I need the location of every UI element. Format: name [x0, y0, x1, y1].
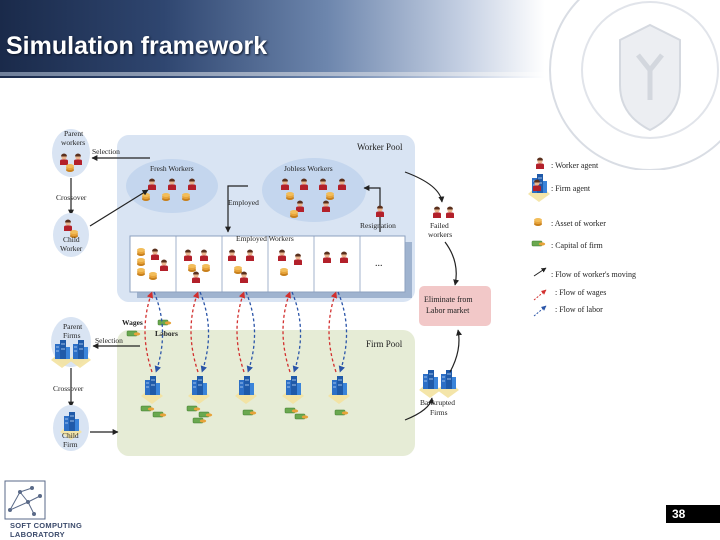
jobless-workers-cluster [262, 158, 366, 222]
parent-workers-node [52, 129, 90, 177]
slide-title: Simulation framework [6, 32, 268, 60]
labors-label: Labors [155, 329, 178, 338]
bankrupted-to-eliminate-arrow [449, 329, 462, 373]
title-rule [0, 72, 545, 76]
wages-label: Wages [122, 318, 143, 327]
legend-flow-labor: : Flow of labor [555, 305, 603, 314]
jobless-workers-label: Jobless Workers [284, 164, 333, 173]
worker-pool-to-failed-arrow [404, 171, 445, 203]
failed-to-eliminate-arrow [444, 241, 460, 286]
worker-selection-label: Selection [92, 147, 120, 156]
lab-logo-icon [4, 480, 46, 520]
fresh-workers-label: Fresh Workers [150, 164, 194, 173]
employed-workers-box [129, 235, 406, 293]
eliminate-label-2: Labor market [426, 306, 470, 315]
parent-firms-label-2: Firms [63, 331, 81, 340]
failed-workers-label-1: Failed [430, 221, 449, 230]
eliminate-label-1: Eliminate from [424, 295, 473, 304]
lab-logo-line1: SOFT COMPUTING [10, 521, 83, 530]
firm-pool-label: Firm Pool [366, 339, 403, 349]
firm-crossover-label: Crossover [53, 384, 84, 393]
wage-labor-flows [144, 291, 348, 373]
parent-workers-label-1: Parent [64, 129, 84, 138]
child-worker-label-1: Child [63, 235, 80, 244]
legend-flow-moving: : Flow of worker's moving [551, 270, 636, 279]
child-worker-label-2: Worker [60, 244, 83, 253]
firm-selection-label: Selection [95, 336, 123, 345]
employed-workers-ellipsis: ... [375, 258, 383, 269]
bankrupted-firms-label-1: Bankrupted [420, 398, 455, 407]
resignation-label: Resignation [360, 221, 396, 230]
page-number: 38 [666, 505, 720, 523]
legend: : Worker agent : Firm agent : Asset of w… [527, 157, 636, 317]
child-worker-to-fresh-arrow [89, 189, 149, 227]
employed-worker-columns [175, 236, 361, 292]
employed-workers-label: Employed Workers [236, 234, 294, 243]
resignation-arrow [363, 185, 381, 232]
worker-pool-label: Worker Pool [357, 142, 403, 152]
parent-workers-label-2: workers [61, 138, 85, 147]
child-firm-label-1: Child [62, 431, 79, 440]
employed-label: Employed [228, 198, 259, 207]
failed-workers-label-2: workers [428, 230, 452, 239]
legend-worker-agent: : Worker agent [551, 161, 599, 170]
title-band [0, 0, 545, 78]
child-firm-label-2: Firm [63, 440, 78, 449]
legend-asset-worker: : Asset of worker [551, 219, 606, 228]
parent-firms-label-1: Parent [63, 322, 83, 331]
legend-flow-wages: : Flow of wages [555, 288, 606, 297]
firm-pool-to-bankrupted-arrow [404, 397, 435, 421]
legend-capital-firm: : Capital of firm [551, 241, 604, 250]
bankrupted-firms-label-2: Firms [430, 408, 448, 417]
lab-logo-line2: LABORATORY [10, 530, 65, 539]
university-seal-watermark [549, 0, 720, 170]
employed-arrow [225, 185, 248, 233]
legend-firm-agent: : Firm agent [551, 184, 591, 193]
firm-pool-region [117, 330, 415, 456]
eliminate-box [419, 286, 491, 326]
